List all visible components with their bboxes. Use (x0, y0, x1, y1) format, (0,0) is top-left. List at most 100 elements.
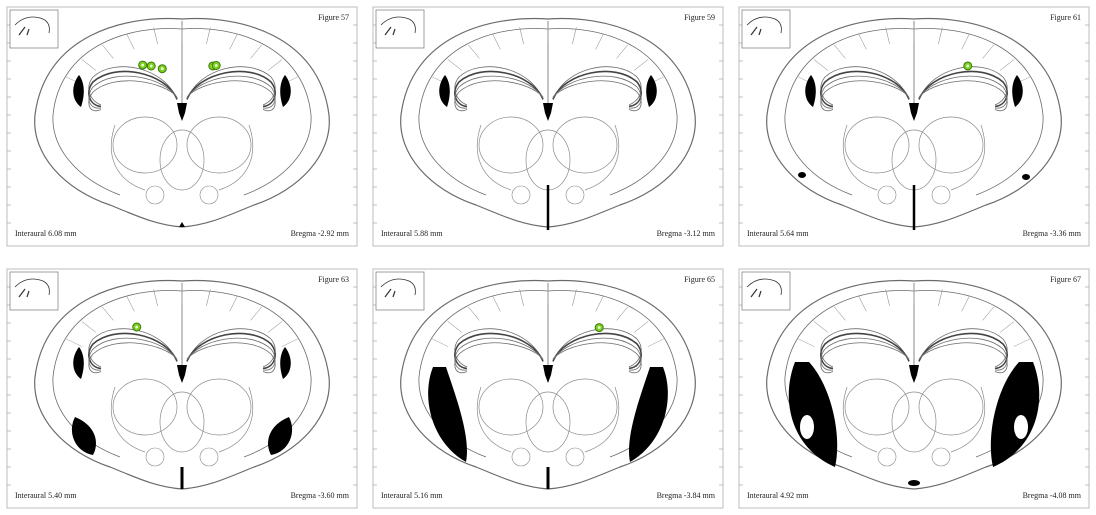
nucleus (877, 185, 897, 205)
cortical-division (647, 338, 664, 347)
cortical-division (813, 321, 828, 333)
thalamic-nucleus (844, 116, 910, 174)
nucleus (199, 185, 219, 205)
figure-label: Figure 63 (318, 275, 349, 284)
thumbnail-sketch (746, 278, 782, 296)
interaural-label: Interaural 5.64 mm (747, 229, 809, 238)
aqueduct (908, 480, 920, 486)
figure-label: Figure 59 (684, 13, 715, 22)
midbrain-outline (159, 391, 205, 453)
hippocampus-layer (552, 337, 642, 371)
nucleus (199, 447, 219, 467)
thumbnail-sketch (18, 288, 30, 298)
hippocampus-layer (918, 80, 1008, 112)
hippocampus-layer (552, 328, 642, 368)
hippocampus-layer (918, 75, 1008, 109)
cortical-division (492, 33, 501, 50)
thumbnail-sketch (750, 288, 762, 298)
midbrain-outline (525, 129, 571, 191)
frame (6, 6, 358, 247)
cortical-division (572, 27, 577, 44)
ventricle-horn (629, 367, 668, 462)
internal-capsule (477, 386, 619, 453)
cortical-division (834, 306, 846, 321)
hippocampus-layer (88, 80, 178, 112)
ventricle-spot (798, 172, 806, 178)
cortical-division (595, 33, 604, 50)
midbrain-outline (891, 129, 937, 191)
cortical-division (268, 321, 283, 333)
interaural-label: Interaural 4.92 mm (747, 491, 809, 500)
hippocampus-layer (88, 342, 178, 374)
hippocampus-layer (820, 332, 910, 370)
frame (372, 268, 724, 509)
cortical-division (206, 289, 211, 306)
frame (738, 6, 1090, 247)
hippocampus-layer (820, 80, 910, 112)
cortical-division (798, 338, 815, 347)
cortical-division (447, 59, 462, 71)
cortical-division (834, 44, 846, 59)
cortical-division (1013, 338, 1030, 347)
hippocampus-layer (454, 75, 544, 109)
hippocampus-layer (454, 337, 544, 371)
cortical-division (447, 321, 462, 333)
horn-hollow (800, 415, 814, 439)
brain-section-3 (738, 6, 1090, 247)
cortical-division (153, 289, 158, 306)
bregma-label: Bregma -3.84 mm (656, 491, 715, 500)
ventricle-spot (1022, 174, 1030, 180)
third-ventricle (543, 365, 553, 383)
injection-site-highlight (149, 64, 153, 68)
thumbnail-inset (375, 271, 425, 311)
thalamic-nucleus (112, 116, 178, 174)
cortex-contour (418, 28, 678, 196)
figure-label: Figure 67 (1050, 275, 1081, 284)
cortex-contour (784, 28, 1044, 196)
cortical-division (938, 27, 943, 44)
frame (738, 268, 1090, 509)
internal-capsule (843, 386, 985, 453)
thalamic-nucleus (478, 116, 544, 174)
cortical-division (519, 27, 524, 44)
interaural-label: Interaural 5.88 mm (381, 229, 443, 238)
hippocampus-layer (918, 337, 1008, 371)
hippocampus-layer (186, 70, 276, 108)
thalamic-nucleus (918, 116, 984, 174)
hippocampus-layer (186, 332, 276, 370)
internal-capsule (843, 124, 985, 191)
brain-section-1 (6, 6, 358, 247)
atlas-panel-4: Figure 63 Interaural 5.40 mm Bregma -3.6… (5, 267, 359, 510)
lateral-ventricle (805, 75, 816, 107)
cortical-division (634, 59, 649, 71)
cortical-division (206, 27, 211, 44)
cortical-division (1000, 321, 1015, 333)
hippocampus-layer (454, 66, 544, 106)
injection-site-highlight (141, 63, 145, 67)
thalamic-nucleus (918, 378, 984, 436)
hippocampus-layer (186, 342, 276, 374)
interaural-label: Interaural 6.08 mm (15, 229, 77, 238)
cortical-division (982, 306, 994, 321)
cortical-division (229, 33, 238, 50)
lateral-ventricle (73, 75, 84, 107)
thumbnail-inset (9, 9, 59, 49)
cortex-contour (52, 28, 312, 196)
ventricle-horn (71, 417, 96, 455)
midbrain-outline (159, 129, 205, 191)
brain-section-5 (372, 268, 724, 509)
lateral-ventricle (646, 75, 657, 107)
atlas-panel-5: Figure 65 Interaural 5.16 mm Bregma -3.8… (371, 267, 725, 510)
third-ventricle (177, 103, 187, 121)
cortical-division (616, 306, 628, 321)
thumbnail-inset (741, 9, 791, 49)
nucleus (931, 185, 951, 205)
ventricle-horn (268, 417, 293, 455)
thumbnail-sketch (384, 288, 396, 298)
aqueduct (179, 222, 185, 227)
cortical-division (126, 33, 135, 50)
thalamic-nucleus (844, 378, 910, 436)
hippocampus-layer (918, 332, 1008, 370)
nucleus (877, 447, 897, 467)
hippocampus-layer (454, 328, 544, 368)
